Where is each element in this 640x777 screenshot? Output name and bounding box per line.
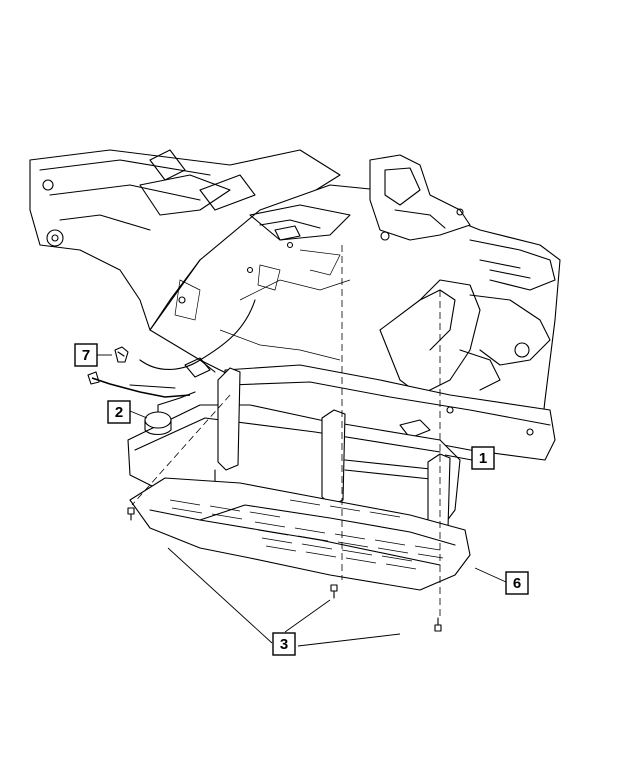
callout-6: 6 [505,571,529,595]
skid-plate-slots [169,499,444,570]
bolt-left [127,507,135,521]
left-frame-rail [29,149,341,331]
callout-2: 2 [107,400,131,424]
bolt-middle [330,584,338,599]
bolt-right [434,617,442,632]
fuel-line [91,377,191,398]
vehicle-underbody [29,149,561,461]
skid-plate [129,477,471,591]
bolts [127,245,442,632]
svg-text:7: 7 [82,347,90,364]
strap-left [217,367,241,471]
svg-text:1: 1 [479,450,487,467]
callout-3: 3 [272,632,296,656]
tank-straps [217,367,451,533]
svg-text:3: 3 [280,636,288,653]
svg-text:6: 6 [513,575,521,592]
skid-plate-body [129,477,471,591]
callout-1: 1 [471,446,495,470]
svg-text:2: 2 [115,404,123,421]
callout-7: 7 [74,343,98,367]
right-frame-structure [369,154,471,241]
retaining-clip [114,346,129,363]
strap-middle [321,409,346,506]
leader-lines [97,354,507,647]
